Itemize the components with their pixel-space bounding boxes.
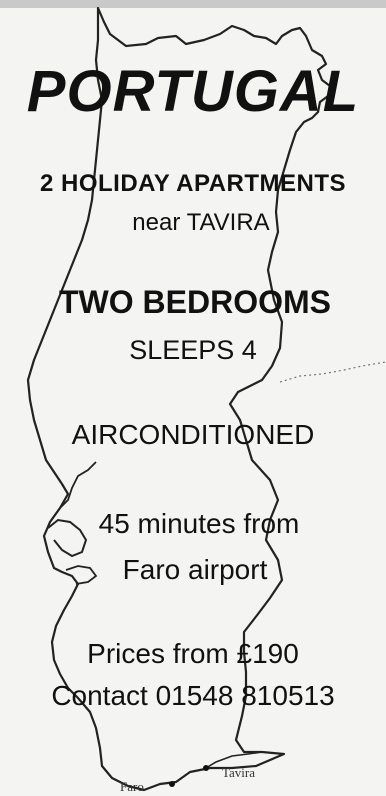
prices-text: Prices from £190 [87, 638, 299, 669]
tagus-estuary-path [47, 518, 88, 558]
map-label-tavira: Tavira [222, 765, 256, 780]
aircon-text: AIRCONDITIONED [71, 419, 315, 450]
scan-top-edge [0, 0, 386, 8]
bedrooms-heading: TWO BEDROOMS [59, 284, 331, 320]
map-label-faro: Faro [120, 779, 144, 794]
faro-town-marker [169, 781, 175, 787]
inland-river-path [59, 461, 97, 509]
distance-line-1: 45 minutes from [98, 508, 300, 539]
sleeps-text: SLEEPS 4 [129, 335, 257, 365]
ad-title: PORTUGAL [26, 59, 360, 124]
sado-estuary-path [65, 565, 98, 585]
distance-line-2: Faro airport [122, 554, 268, 585]
apartments-heading: 2 HOLIDAY APARTMENTS [39, 170, 347, 197]
tavira-town-marker [203, 765, 209, 771]
contact-text: Contact 01548 810513 [51, 680, 335, 711]
algarve-coast-path [205, 751, 263, 769]
location-text: near TAVIRA [132, 209, 270, 236]
portugal-border-path [26, 6, 332, 792]
